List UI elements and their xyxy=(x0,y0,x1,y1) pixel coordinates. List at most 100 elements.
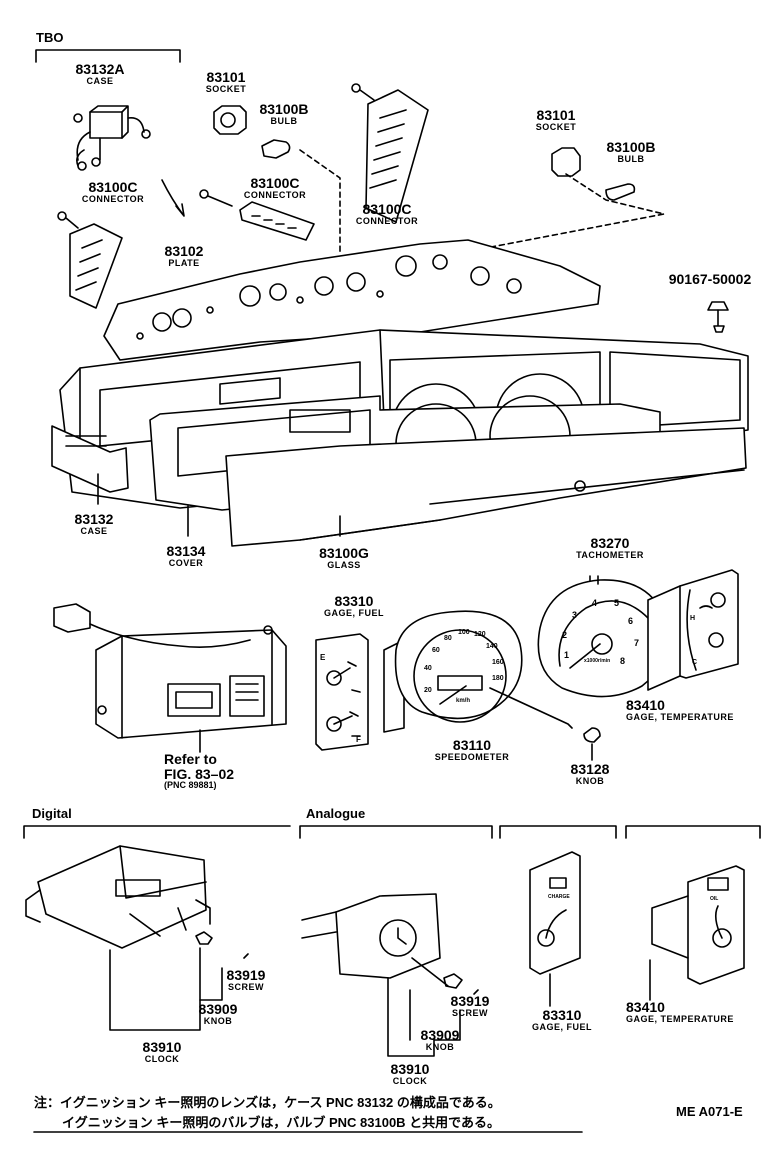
speedo-number-100: 100 xyxy=(458,629,470,636)
part-label-83101-a: 83101 SOCKET xyxy=(198,70,254,94)
fuel-bottom-mark: F xyxy=(356,735,361,744)
part-label-83101-b: 83101 SOCKET xyxy=(528,108,584,132)
knob-83128-drawing xyxy=(583,727,601,761)
connector-83100c-b-drawing xyxy=(351,83,429,223)
socket-83101-a-drawing xyxy=(213,105,247,135)
fuel-gage-83310-a-drawing xyxy=(315,633,369,751)
tbo-bracket xyxy=(35,49,181,63)
part-label-83100b-b: 83100B BULB xyxy=(600,140,662,164)
tach-number-2: 2 xyxy=(562,630,567,640)
tach-number-4: 4 xyxy=(592,598,597,608)
part-number: 83101 xyxy=(206,69,246,85)
part-label-83410-b: 83410 GAGE, TEMPERATURE xyxy=(626,1000,766,1024)
part-number: 83132A xyxy=(75,61,125,77)
part-number: 83909 xyxy=(420,1027,460,1043)
speedo-number-140: 140 xyxy=(486,643,498,650)
analogue-clock-drawing xyxy=(301,893,479,1057)
plate-83102-drawing xyxy=(103,239,601,361)
part-label-83132: 83132 CASE xyxy=(66,512,122,536)
section-digital: Digital xyxy=(32,806,72,821)
part-label-83310-a: 83310 GAGE, FUEL xyxy=(312,594,396,618)
part-label-83100c-a: 83100C CONNECTOR xyxy=(234,176,316,200)
part-number: 83110 xyxy=(452,737,492,753)
part-name: CASE xyxy=(86,76,114,86)
part-name: CLOCK xyxy=(392,1076,428,1086)
part-number: 83100B xyxy=(606,139,656,155)
part-number: 83101 xyxy=(536,107,576,123)
part-name: COVER xyxy=(168,558,204,568)
speedo-number-40: 40 xyxy=(424,665,432,672)
part-number: 83128 xyxy=(570,761,610,777)
part-number: 83919 xyxy=(450,993,490,1009)
part-label-83100b-a: 83100B BULB xyxy=(254,102,314,126)
tach-number-8: 8 xyxy=(620,656,625,666)
speedo-number-60: 60 xyxy=(432,647,440,654)
part-name: PLATE xyxy=(168,258,200,268)
glass-83100g-drawing xyxy=(225,427,747,547)
temp-c-mark: C xyxy=(692,659,697,666)
part-label-83110: 83110 SPEEDOMETER xyxy=(424,738,520,762)
part-name: SPEEDOMETER xyxy=(434,752,510,762)
part-name: CONNECTOR xyxy=(243,190,307,200)
bulb-83100b-a-drawing xyxy=(261,139,291,159)
connector-83100c-a-drawing xyxy=(199,189,315,241)
part-name: GAGE, FUEL xyxy=(323,608,384,618)
speedo-number-120: 120 xyxy=(474,631,486,638)
part-label-83310-b: 83310 GAGE, FUEL xyxy=(520,1008,604,1032)
case-83132a-drawing xyxy=(73,105,151,171)
tach-number-6: 6 xyxy=(628,616,633,626)
part-name: GAGE, TEMPERATURE xyxy=(626,712,734,722)
part-name: CONNECTOR xyxy=(81,194,145,204)
part-name: TACHOMETER xyxy=(576,550,644,560)
part-label-83909-b: 83909 KNOB xyxy=(412,1028,468,1052)
part-number: 83100C xyxy=(88,179,138,195)
part-name: SOCKET xyxy=(535,122,577,132)
part-label-83100g: 83100G GLASS xyxy=(312,546,376,570)
clock-module-drawing xyxy=(53,603,287,753)
part-label-83270: 83270 TACHOMETER xyxy=(560,536,660,560)
part-number: 83919 xyxy=(226,967,266,983)
part-number: 83100C xyxy=(250,175,300,191)
figure-code: ME A071-E xyxy=(676,1104,743,1119)
part-name: CLOCK xyxy=(144,1054,180,1064)
part-label-83919-b: 83919 SCREW xyxy=(442,994,498,1018)
part-number: 83910 xyxy=(390,1061,430,1077)
part-number: 83410 xyxy=(626,999,665,1015)
connector-83100c-c-drawing xyxy=(57,211,123,309)
figure-reference: Refer to FIG. 83–02 (PNC 89881) xyxy=(164,752,234,791)
speedometer-83110-drawing xyxy=(383,610,573,733)
part-name: GAGE, FUEL xyxy=(531,1022,592,1032)
part-name: KNOB xyxy=(425,1042,455,1052)
part-number: 83134 xyxy=(166,543,206,559)
part-name: KNOB xyxy=(575,776,605,786)
bulb-83100b-b-drawing xyxy=(605,183,636,201)
tach-unit: x1000r/min xyxy=(584,658,610,664)
part-label-83910-b: 83910 CLOCK xyxy=(382,1062,438,1086)
part-name: BULB xyxy=(270,116,298,126)
lower-section-line xyxy=(23,825,761,839)
part-number: 83410 xyxy=(626,697,665,713)
speedo-number-180: 180 xyxy=(492,675,504,682)
speedo-number-80: 80 xyxy=(444,635,452,642)
part-name: SCREW xyxy=(228,982,264,992)
part-number: 90167-50002 xyxy=(668,271,752,287)
part-number: 83310 xyxy=(542,1007,582,1023)
bolt-90167-drawing xyxy=(707,301,729,333)
section-analogue: Analogue xyxy=(306,806,366,821)
part-number: 83100C xyxy=(362,201,412,217)
part-label-83128: 83128 KNOB xyxy=(562,762,618,786)
note-line-1: 注：イグニッション キー照明のレンズは，ケース PNC 83132 の構成品であ… xyxy=(34,1095,501,1110)
part-label-83909-a: 83909 KNOB xyxy=(190,1002,246,1026)
part-name: SOCKET xyxy=(205,84,247,94)
oil-mark: OIL xyxy=(710,896,718,902)
part-name: KNOB xyxy=(203,1016,233,1026)
digital-clock-drawing xyxy=(25,845,249,1031)
case-83132-drawing xyxy=(51,425,129,493)
part-number: 83910 xyxy=(142,1039,182,1055)
fuel-gage-83310-b-drawing xyxy=(529,851,581,1007)
tach-number-1: 1 xyxy=(564,650,569,660)
part-label-83102: 83102 PLATE xyxy=(156,244,212,268)
part-label-90167: 90167-50002 xyxy=(660,272,760,286)
part-name: GLASS xyxy=(327,560,361,570)
